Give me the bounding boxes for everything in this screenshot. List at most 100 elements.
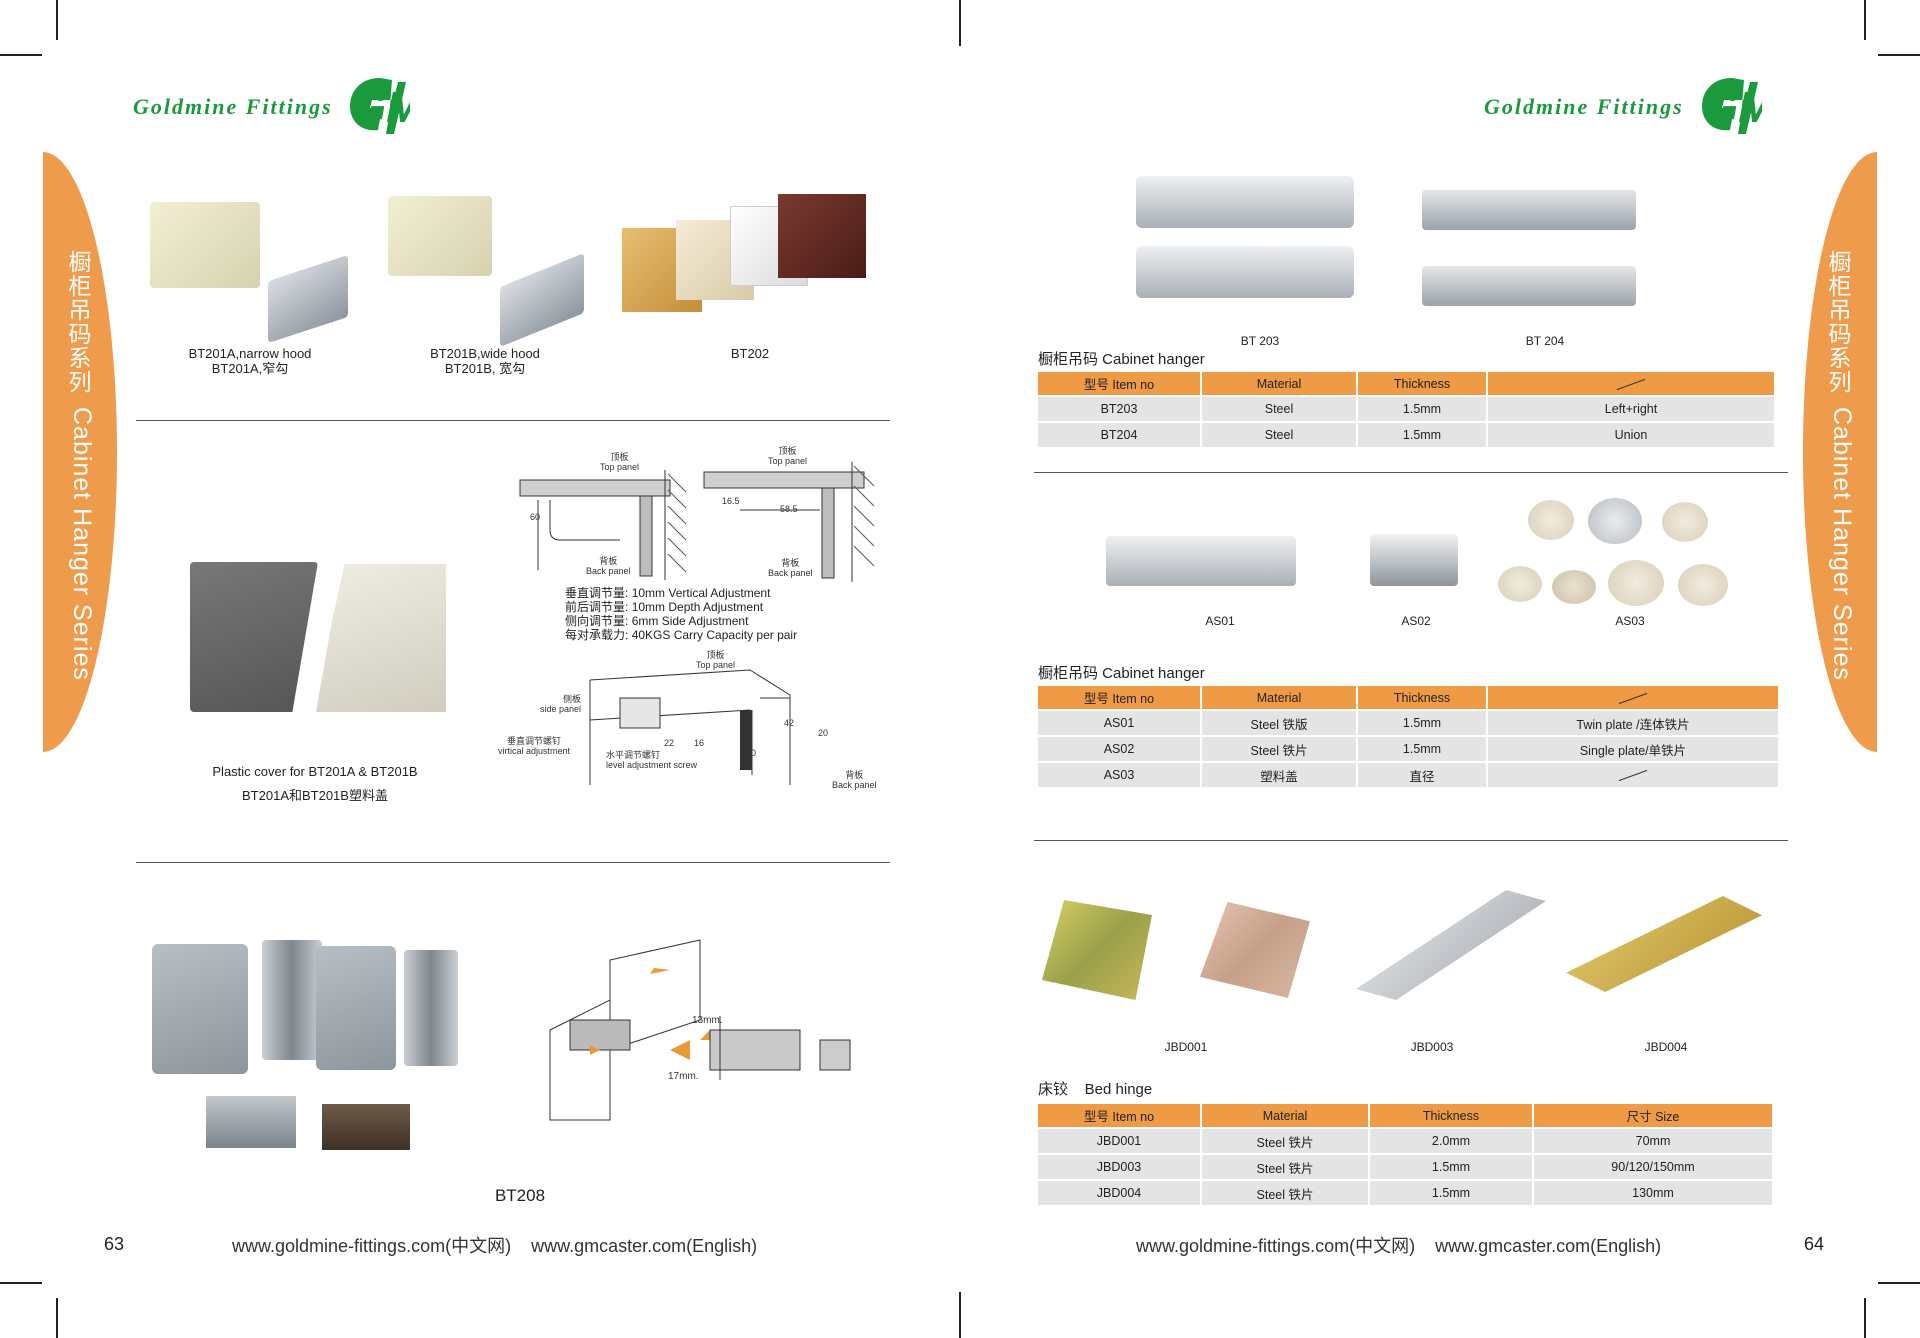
table-header-row: 型号 Item no Material Thickness 尺寸 Size <box>1038 1104 1774 1128</box>
spec-row: 前后调节量: 10mm Depth Adjustment <box>565 600 797 614</box>
bt203-image <box>1136 176 1354 228</box>
spec-row: 垂直调节量: 10mm Vertical Adjustment <box>565 586 797 600</box>
label-zh: 垂直调节螺钉 <box>507 736 562 746</box>
table-cell: AS01 <box>1038 709 1202 736</box>
side-tab-right: 橱柜吊码系列 Cabinet Hanger Series <box>1803 152 1877 752</box>
table-cell: Left+right <box>1487 395 1776 422</box>
bt204-image <box>1422 266 1636 306</box>
crop-mark <box>0 1282 42 1284</box>
jbd004-caption: JBD004 <box>1644 1040 1688 1054</box>
divider <box>1034 472 1788 473</box>
table-header: Material <box>1201 372 1358 396</box>
as03-caption: AS03 <box>1615 614 1645 628</box>
label-en: Top panel <box>600 462 640 472</box>
bt203-caption: BT 203 <box>1240 334 1280 348</box>
as03-cap-image <box>1552 570 1596 604</box>
crop-mark <box>56 1298 58 1338</box>
as03-cap-image <box>1608 560 1664 606</box>
divider <box>136 862 890 863</box>
label-zh: 顶板 <box>610 452 629 462</box>
table-cell: 1.5mm <box>1357 395 1488 422</box>
table-header: Thickness <box>1369 1104 1534 1128</box>
caption-line: Plastic cover for BT201A & BT201B <box>212 764 418 779</box>
table-row: JBD004 Steel 铁片 1.5mm 130mm <box>1038 1179 1774 1205</box>
table-cell: Steel <box>1201 395 1358 422</box>
table-header: Thickness <box>1357 686 1488 710</box>
dim-label: 22 <box>664 738 675 748</box>
table-header: 型号 Item no <box>1038 1104 1202 1128</box>
bt201b-caption: BT201B,wide hood BT201B, 宽勾 <box>405 346 565 376</box>
dim-label: 20 <box>818 728 829 738</box>
table-cell: AS03 <box>1038 761 1202 787</box>
table-cell: Steel 铁片 <box>1201 1127 1370 1154</box>
table-cell: 2.0mm <box>1369 1127 1534 1154</box>
spec-en: 10mm Vertical Adjustment <box>631 586 771 600</box>
table2-title: 橱柜吊码 Cabinet hanger <box>1038 665 1205 682</box>
spec-en: 10mm Depth Adjustment <box>631 600 764 614</box>
table-cell: Steel 铁片 <box>1201 1179 1370 1205</box>
dim-label: 20 <box>746 748 757 758</box>
label-zh: 背板 <box>599 556 618 566</box>
bt208-plate-dark-image <box>322 1104 410 1150</box>
table-cell: Union <box>1487 421 1776 447</box>
table-cell: JBD004 <box>1038 1179 1202 1205</box>
as03-cap-image <box>1528 500 1574 540</box>
table-cell: AS02 <box>1038 735 1202 762</box>
label-en: level adjustment screw <box>606 760 698 770</box>
table-cell: 塑料盖 <box>1201 761 1358 787</box>
table-cell: Single plate/单铁片 <box>1487 735 1780 762</box>
side-tab-zh: 橱柜吊码系列 <box>68 249 92 395</box>
table-row: JBD001 Steel 铁片 2.0mm 70mm <box>1038 1127 1774 1154</box>
table-header: 型号 Item no <box>1038 686 1202 710</box>
bt208-mechanism-image <box>404 950 458 1066</box>
technical-drawing <box>519 462 875 785</box>
divider <box>136 420 890 421</box>
bt201b-plate-image <box>500 253 584 347</box>
bt201a-plate-image <box>268 255 348 343</box>
logo-text: GM <box>1704 83 1762 132</box>
as01-caption: AS01 <box>1205 614 1235 628</box>
label-zh: 侧板 <box>563 694 582 704</box>
crop-mark <box>1864 1298 1866 1338</box>
bt208-dim-1: 13mm. <box>692 1015 723 1026</box>
table-header: 型号 Item no <box>1038 372 1202 396</box>
caption-line: BT201B, 宽勾 <box>444 361 526 376</box>
side-tab-left: 橱柜吊码系列 Cabinet Hanger Series <box>43 152 117 752</box>
cabinet-hanger-table-2: 型号 Item no Material Thickness AS01 Steel… <box>1038 686 1780 787</box>
table-cell: 直径 <box>1357 761 1488 787</box>
table-cell: BT204 <box>1038 421 1202 447</box>
crop-mark <box>959 0 961 46</box>
table-cell: JBD003 <box>1038 1153 1202 1180</box>
crop-mark <box>0 54 42 56</box>
dim-label: 16.5 <box>722 496 740 506</box>
jbd004-image <box>1566 896 1762 992</box>
table-header: Thickness <box>1357 372 1488 396</box>
table-cell: 1.5mm <box>1357 735 1488 762</box>
table3-title: 床铰 Bed hinge <box>1038 1081 1153 1098</box>
dim-label: 58.5 <box>780 504 798 514</box>
adjustment-specs: 垂直调节量: 10mm Vertical Adjustment 前后调节量: 1… <box>565 586 797 642</box>
label-en: side panel <box>540 704 582 714</box>
table-cell-slash <box>1487 761 1780 787</box>
side-tab-zh: 橱柜吊码系列 <box>1828 249 1852 395</box>
table-cell: JBD001 <box>1038 1127 1202 1154</box>
jbd003-image <box>1356 890 1546 1000</box>
spec-zh: 每对承载力: <box>565 628 629 642</box>
table-header: Material <box>1201 1104 1370 1128</box>
jbd001-image <box>1042 900 1152 1000</box>
table-cell: 90/120/150mm <box>1533 1153 1774 1180</box>
table-cell: Steel 铁版 <box>1201 709 1358 736</box>
label-en: Back panel <box>768 568 813 578</box>
spec-zh: 垂直调节量: <box>565 586 629 600</box>
crop-mark <box>56 0 58 40</box>
label-en: Back panel <box>586 566 631 576</box>
brand-name: Goldmine Fittings <box>1484 94 1684 119</box>
table-row: JBD003 Steel 铁片 1.5mm 90/120/150mm <box>1038 1153 1774 1180</box>
bt208-cover-image <box>152 944 248 1074</box>
label-zh: 背板 <box>781 558 800 568</box>
caption-line: BT201A,narrow hood <box>188 346 312 361</box>
